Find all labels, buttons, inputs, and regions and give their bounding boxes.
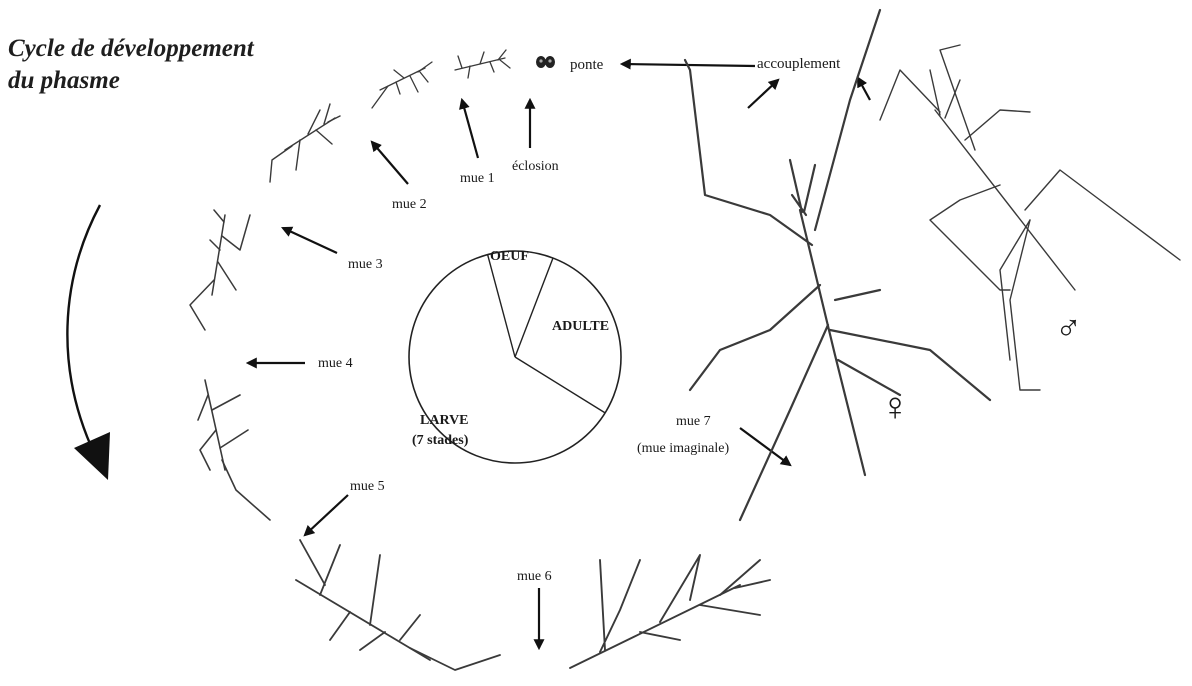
arrow-mue-3 xyxy=(283,228,337,253)
larva-stage-1-drawing xyxy=(455,50,510,78)
larva-stage-3-drawing xyxy=(270,104,340,182)
female-adult-drawing xyxy=(685,10,990,520)
diagram-title-line1: Cycle de développement xyxy=(8,35,255,62)
pie-label-adulte: ADULTE xyxy=(552,319,609,334)
pie-label-larve-sub: (7 stades) xyxy=(412,433,469,448)
arrow-mue-5 xyxy=(305,495,348,535)
arrow-accouplement-male xyxy=(858,78,870,100)
diagram-title-line2: du phasme xyxy=(8,67,120,94)
male-adult-drawing xyxy=(880,45,1180,390)
arrow-mue-7 xyxy=(740,428,790,465)
arrow-accouplement-female xyxy=(748,80,778,108)
label-mue-7: mue 7 xyxy=(676,414,711,429)
label-accouplement: accouplement xyxy=(757,56,841,72)
larva-stage-4-drawing xyxy=(190,210,250,330)
label-mue-1: mue 1 xyxy=(460,171,495,186)
egg-icon xyxy=(536,56,555,68)
larva-stage-2-drawing xyxy=(372,62,432,108)
label-mue-3: mue 3 xyxy=(348,257,383,272)
larva-stage-5-drawing xyxy=(198,380,270,520)
pie-label-oeuf: OEUF xyxy=(490,249,529,264)
cycle-direction-arrow xyxy=(67,205,110,480)
female-symbol: ♀ xyxy=(880,384,910,429)
label-mue-5: mue 5 xyxy=(350,479,385,494)
arrow-mue-2 xyxy=(372,142,408,184)
label-mue-7-sub: (mue imaginale) xyxy=(637,441,729,456)
larva-stage-6-drawing xyxy=(296,540,500,670)
larva-stage-7-drawing xyxy=(570,555,770,668)
pie-label-larve: LARVE xyxy=(420,413,469,428)
male-symbol: ♂ xyxy=(1055,308,1082,348)
label-eclosion: éclosion xyxy=(512,159,559,174)
arrow-mue-1 xyxy=(462,100,478,158)
label-mue-4: mue 4 xyxy=(318,356,353,371)
label-mue-2: mue 2 xyxy=(392,197,427,212)
label-mue-6: mue 6 xyxy=(517,569,552,584)
stage-duration-pie xyxy=(409,251,621,463)
label-ponte: ponte xyxy=(570,57,604,73)
